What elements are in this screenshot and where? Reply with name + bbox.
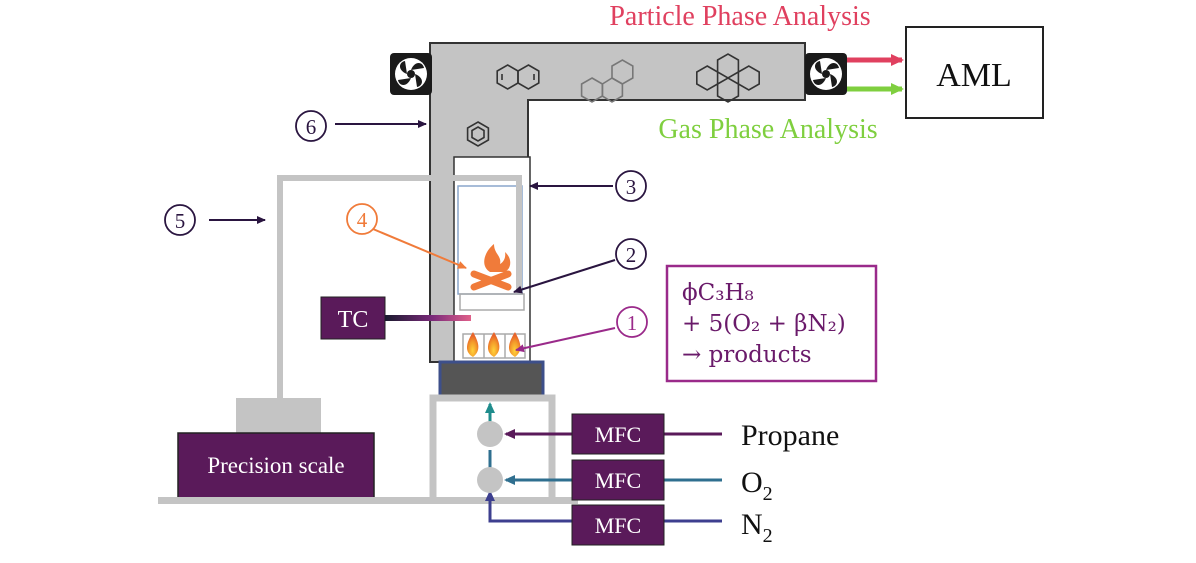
mixing-node-upper: [477, 421, 503, 447]
reaction-box: [665, 264, 878, 383]
benzene-molecule-icon: [466, 121, 490, 147]
callout-4: 4: [346, 203, 467, 269]
precision-scale-box: [177, 432, 375, 499]
callout-3: 3: [529, 170, 647, 202]
gas-phase-label: Gas Phase Analysis: [658, 114, 877, 145]
aml-box: [905, 26, 1044, 119]
tc-label: TC: [338, 307, 369, 333]
callout-6: 6: [295, 110, 427, 142]
callout-1: 1: [515, 306, 648, 353]
burner-base: [438, 360, 545, 398]
tc-probe: [385, 315, 471, 321]
campfire-flame-icon: [470, 244, 512, 291]
gas-feed-lines: [485, 402, 722, 523]
mfc-box-n2: [571, 504, 665, 546]
callout-5: 5: [164, 204, 266, 236]
phenanthrene-molecule-icon: [580, 59, 634, 103]
callout-2: 2: [513, 238, 647, 294]
n2-label: N2: [741, 508, 773, 547]
reaction-line-1: ϕC₃H₈: [682, 280, 754, 306]
balance-arm: [277, 175, 522, 400]
svg-text:6: 6: [306, 115, 317, 139]
svg-text:3: 3: [626, 175, 637, 199]
svg-text:4: 4: [357, 208, 368, 232]
tc-box: [320, 296, 386, 340]
floor-line: [158, 497, 578, 504]
propane-label: Propane: [741, 419, 839, 452]
naphthalene-molecule-icon: [496, 64, 540, 90]
reaction-line-3: → products: [682, 342, 812, 368]
precision-scale-label: Precision scale: [207, 453, 344, 478]
mfc-label-n2: MFC: [595, 513, 641, 538]
mixing-node-lower: [477, 467, 503, 493]
particle-phase-label: Particle Phase Analysis: [609, 1, 870, 32]
fan-icon-left: [390, 53, 432, 95]
mfc-box-propane: [571, 413, 665, 455]
svg-text:2: 2: [626, 243, 637, 267]
mfc-box-o2: [571, 459, 665, 501]
svg-text:1: 1: [627, 311, 638, 335]
fan-icon-right: [805, 53, 847, 95]
svg-text:5: 5: [175, 209, 186, 233]
mfc-label-o2: MFC: [595, 468, 641, 493]
reaction-line-2: + 5(O₂ + βN₂): [682, 311, 846, 337]
support-stand: [429, 394, 556, 500]
o2-label: O2: [741, 466, 773, 505]
fuel-tray: [459, 293, 525, 311]
aml-label: AML: [936, 57, 1012, 94]
mfc-label-propane: MFC: [595, 422, 641, 447]
pyrene-molecule-icon: [695, 53, 761, 103]
scale-pedestal: [236, 398, 321, 433]
